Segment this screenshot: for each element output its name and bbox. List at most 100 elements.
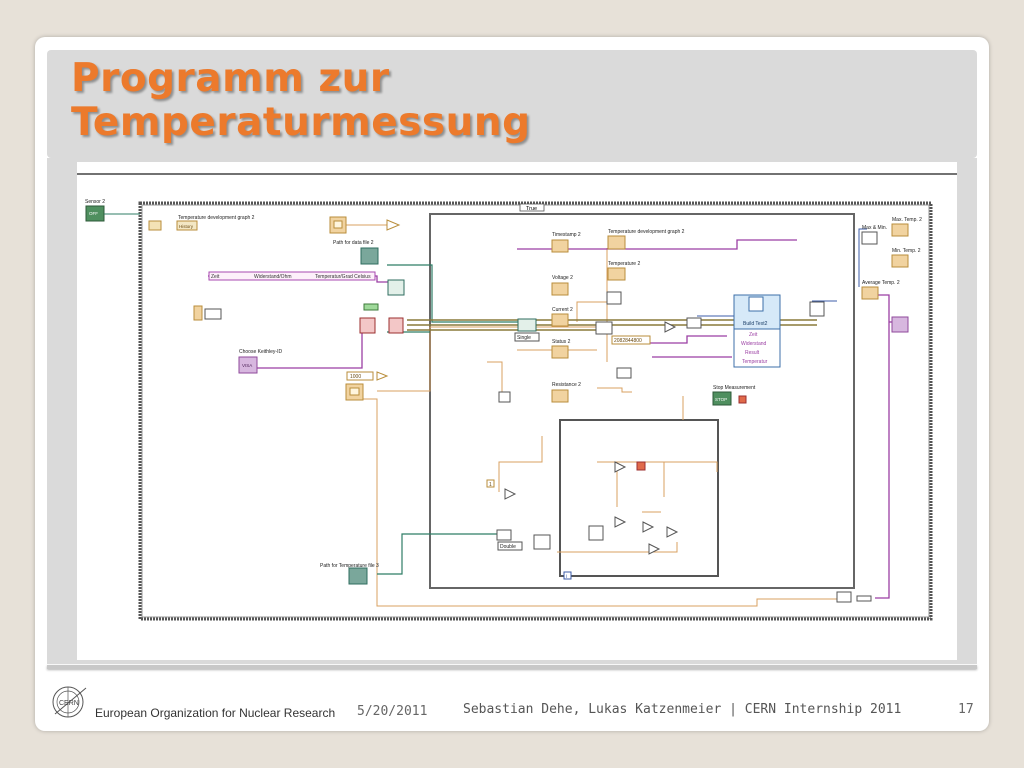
green-wires (377, 264, 522, 575)
orange-wires (345, 224, 837, 607)
choose-keithley-control[interactable] (238, 356, 258, 374)
numeric-control-top-icon (333, 220, 343, 229)
while-loop-outer (138, 201, 933, 621)
header-widerstand: Widerstand/Ohm (254, 274, 292, 280)
loop-output-node-2 (856, 595, 872, 602)
timestamp-label: Timestamp 2 (552, 232, 581, 238)
double-label: Double (500, 544, 516, 550)
visa-open-node (359, 317, 376, 334)
path-temp-file-control[interactable] (348, 567, 368, 585)
temp-file-indicator (891, 316, 909, 333)
add-node (664, 321, 677, 333)
inner-const[interactable] (486, 479, 495, 488)
bt-temperatur: Temperatur (742, 359, 768, 365)
block-diagram-svg: True (77, 162, 957, 660)
const-1000-label: 1000 (350, 374, 361, 380)
visa-config-node (388, 317, 404, 334)
header-array[interactable] (208, 271, 376, 281)
select-node (616, 367, 632, 379)
resistance-label: Resistance 2 (552, 382, 581, 388)
footer-divider (47, 665, 977, 669)
subtract-node (504, 488, 517, 500)
page-number: 17 (958, 702, 974, 717)
sensor-control[interactable]: Sensor 2 OFF (85, 199, 105, 222)
format-node (686, 317, 702, 329)
title-line-1: Programm zur (71, 56, 390, 101)
bt-result: Result (745, 350, 760, 356)
slide-authors: Sebastian Dehe, Lukas Katzenmeier | CERN… (463, 702, 902, 717)
build-text-terminals (733, 328, 781, 368)
slide-title: Programm zur Temperaturmessung (71, 57, 531, 145)
number-constant[interactable] (611, 335, 651, 345)
avg-temp-indicator (861, 286, 879, 300)
compare-node-4 (666, 526, 679, 538)
one-const-label: 1 (489, 482, 492, 488)
stop-measurement-terminal[interactable] (712, 391, 732, 406)
history-label: History (179, 224, 194, 229)
merge-node (606, 291, 622, 305)
const-1000[interactable] (346, 371, 374, 381)
single-label: Single (517, 335, 531, 341)
stop-or-node (738, 395, 747, 404)
write-text-node (809, 301, 825, 317)
diagram-background (77, 162, 957, 660)
temperature-indicator (607, 267, 626, 281)
numeric-constants[interactable] (193, 305, 203, 321)
stop-measurement-label: Stop Measurement (713, 385, 756, 391)
bt-widerstand: Widerstand (741, 341, 767, 347)
case-selector-label: True (526, 206, 537, 212)
history-node[interactable] (176, 220, 198, 231)
boolean-constant[interactable] (363, 303, 379, 311)
current-label: Current 2 (552, 307, 573, 313)
path-data-file-label: Path for data file 2 (333, 240, 374, 246)
sensor-label: Sensor 2 (85, 199, 105, 205)
voltage-label: Voltage 2 (552, 275, 573, 281)
case-structure (429, 213, 855, 589)
cern-logo-icon: CERN (52, 686, 87, 718)
loop-iteration-terminal (563, 571, 572, 580)
visa-label: VISA (242, 363, 252, 368)
temp-graph-right-label: Temperature development graph 2 (608, 229, 685, 235)
max-temp-label: Max. Temp. 2 (892, 217, 922, 223)
loop-output-node (836, 591, 852, 603)
temp-graph-left-label: Temperature development graph 2 (178, 215, 255, 221)
multiply-node (386, 219, 401, 231)
index-node-inner (588, 525, 604, 541)
min-temp-label: Min. Temp. 2 (892, 248, 921, 254)
path-temp-file-label: Path for Temperature file 3 (320, 563, 379, 569)
array-node (595, 321, 613, 335)
select-node-inner (636, 461, 646, 471)
slide: Programm zur Temperaturmessung True (35, 37, 989, 731)
array-index-node (533, 534, 551, 550)
temperature-label: Temperature 2 (608, 261, 640, 267)
compare-node-1 (614, 461, 627, 473)
status-label: Status 2 (552, 339, 571, 345)
status-indicator (551, 345, 569, 359)
compare-node-3 (642, 521, 655, 533)
write-file-node (387, 279, 405, 296)
number-constant-label: 2082844800 (614, 338, 642, 344)
case-selector-box[interactable] (519, 203, 545, 212)
sensor-value: OFF (89, 211, 98, 216)
build-text-node[interactable]: Build Text2 Zeit Widerstand Result Tempe… (733, 294, 781, 368)
numeric-control-mid-icon (349, 387, 360, 396)
single-dropdown[interactable] (514, 332, 540, 342)
read-file-node (496, 529, 512, 541)
inner-loop (559, 419, 719, 577)
double-dropdown[interactable] (497, 541, 523, 551)
current-indicator (551, 313, 569, 327)
compare-node-2 (614, 516, 627, 528)
resistance-indicator (551, 389, 569, 403)
title-bar (47, 50, 977, 158)
max-min-node (861, 231, 878, 245)
path-data-file-control[interactable] (360, 247, 379, 265)
header-zeit: Zeit (211, 274, 220, 280)
temp-graph-right-indicator (607, 235, 626, 250)
slide-date: 5/20/2011 (357, 704, 428, 719)
labview-block-diagram: True (77, 162, 957, 660)
voltage-indicator (551, 282, 569, 296)
wait-node (498, 391, 511, 403)
graph-node-left[interactable] (148, 220, 162, 231)
avg-temp-label: Average Temp. 2 (862, 280, 900, 286)
cern-logo-text: CERN (59, 700, 79, 707)
